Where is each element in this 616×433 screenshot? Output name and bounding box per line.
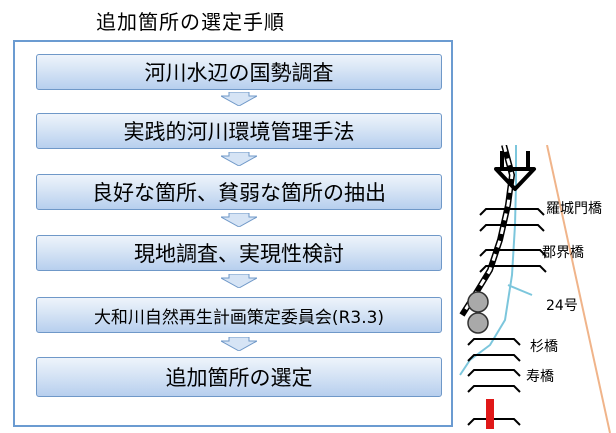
- bridge-symbol: [479, 249, 547, 273]
- step-national-census: 河川水辺の国勢調査: [36, 54, 442, 90]
- diagram-title: 追加箇所の選定手順: [96, 10, 285, 34]
- down-arrow-icon: [221, 213, 257, 227]
- bridge-symbol: [467, 338, 521, 362]
- bridge-label: 羅城門橋: [546, 201, 602, 217]
- highlight-site: [486, 399, 494, 429]
- river-line-branch: [507, 284, 533, 296]
- step-field-survey: 現地調査、実現性検討: [36, 235, 442, 271]
- step-practical-management: 実践的河川環境管理手法: [36, 113, 442, 149]
- step-label: 追加箇所の選定: [165, 366, 313, 390]
- down-arrow-icon: [221, 337, 257, 351]
- marker-circle: [467, 291, 489, 313]
- down-arrow-icon: [221, 92, 257, 106]
- bridge-symbol: [479, 208, 545, 232]
- bank-line: [546, 145, 611, 433]
- river-map: 羅城門橋 郡界橋 24号 杉橋 寿橋: [459, 145, 611, 433]
- bridge-symbol: [467, 369, 521, 393]
- step-label: 河川水辺の国勢調査: [144, 61, 334, 85]
- marker-circle: [467, 312, 489, 334]
- step-committee: 大和川自然再生計画策定委員会(R3.3): [36, 297, 442, 333]
- step-label: 大和川自然再生計画策定委員会(R3.3): [93, 307, 385, 328]
- bridge-label: 郡界橋: [542, 245, 584, 261]
- step-label: 実践的河川環境管理手法: [123, 120, 355, 144]
- step-site-selection: 追加箇所の選定: [36, 357, 442, 397]
- bridge-label: 杉橋: [530, 339, 558, 355]
- step-site-extraction: 良好な箇所、貧弱な箇所の抽出: [36, 174, 442, 210]
- step-label: 良好な箇所、貧弱な箇所の抽出: [92, 181, 386, 205]
- down-arrow-icon: [221, 274, 257, 288]
- down-arrow-icon: [221, 152, 257, 166]
- river-line: [459, 145, 517, 376]
- step-label: 現地調査、実現性検討: [134, 242, 344, 266]
- direction-arrow-icon: [494, 151, 536, 191]
- route-label: 24号: [546, 298, 578, 314]
- bridge-label: 寿橋: [526, 368, 554, 385]
